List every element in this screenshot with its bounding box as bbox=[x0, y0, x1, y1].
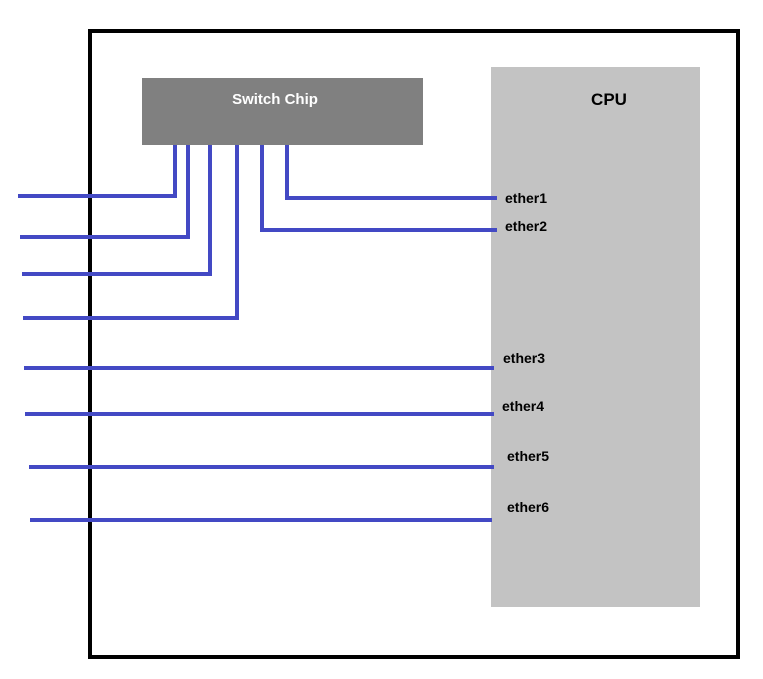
wire-ether1 bbox=[285, 145, 497, 200]
port-label-ether4: ether4 bbox=[502, 398, 544, 414]
wire-switch-external-3 bbox=[22, 145, 212, 276]
wire-switch-external-1 bbox=[18, 145, 177, 198]
cpu-block bbox=[491, 67, 700, 607]
cpu-label: CPU bbox=[591, 90, 627, 109]
wire-switch-external-4 bbox=[23, 145, 239, 320]
wire-switch-external-2 bbox=[20, 145, 190, 239]
port-label-ether1: ether1 bbox=[505, 190, 547, 206]
wire-ether2 bbox=[260, 145, 497, 232]
port-label-ether6: ether6 bbox=[507, 499, 549, 515]
port-labels: ether1 ether2 ether3 ether4 ether5 ether… bbox=[502, 190, 549, 515]
switch-chip-block bbox=[142, 78, 423, 145]
switch-cpu-wires bbox=[260, 145, 497, 232]
port-label-ether2: ether2 bbox=[505, 218, 547, 234]
switch-external-wires bbox=[18, 145, 239, 320]
port-label-ether5: ether5 bbox=[507, 448, 549, 464]
switch-chip-label: Switch Chip bbox=[232, 91, 318, 108]
port-label-ether3: ether3 bbox=[503, 350, 545, 366]
direct-cpu-wires bbox=[24, 366, 494, 522]
